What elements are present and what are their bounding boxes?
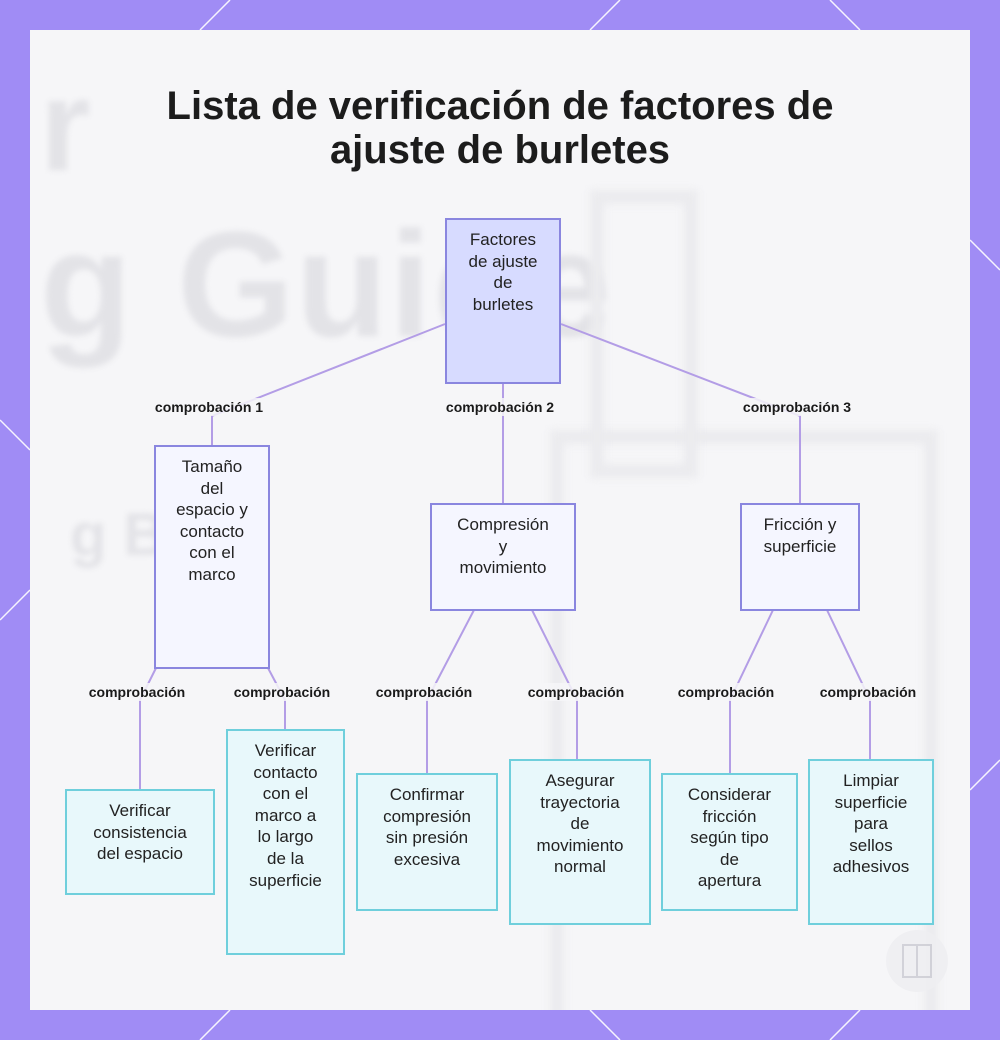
edge-label-check: comprobación xyxy=(373,683,475,701)
edge-label-check: comprobación xyxy=(525,683,627,701)
edge-label-check: comprobación xyxy=(231,683,333,701)
node-verify-gap-consistency: Verificar consistencia del espacio xyxy=(65,789,215,895)
node-confirm-compression: Confirmar compresión sin presión excesiv… xyxy=(356,773,498,911)
node-compression-movement: Compresión y movimiento xyxy=(430,503,576,611)
edge-label-check-2: comprobación 2 xyxy=(443,398,557,416)
node-friction-surface: Fricción y superficie xyxy=(740,503,860,611)
node-root-weatherstrip-factors: Factores de ajuste de burletes xyxy=(445,218,561,384)
node-clean-surface-adhesive: Limpiar superficie para sellos adhesivos xyxy=(808,759,934,925)
edge-label-check-3: comprobación 3 xyxy=(740,398,854,416)
edge-label-check: comprobación xyxy=(817,683,919,701)
edge-label-check: comprobación xyxy=(675,683,777,701)
node-ensure-movement-path: Asegurar trayectoria de movimiento norma… xyxy=(509,759,651,925)
edge-root-friction xyxy=(560,323,801,504)
diagram-title: Lista de verificación de factores de aju… xyxy=(166,84,834,172)
background-watermark-text: r xyxy=(40,52,91,198)
edge-root-gap xyxy=(211,323,446,446)
door-frame-icon xyxy=(902,944,932,978)
edge-label-check: comprobación xyxy=(86,683,188,701)
background-window-frame xyxy=(590,190,698,478)
node-gap-size-frame-contact: Tamaño del espacio y contacto con el mar… xyxy=(154,445,270,669)
node-consider-friction-opening: Considerar fricción según tipo de apertu… xyxy=(661,773,798,911)
node-verify-frame-contact: Verificar contacto con el marco a lo lar… xyxy=(226,729,345,955)
edge-label-check-1: comprobación 1 xyxy=(152,398,266,416)
brand-logo-icon xyxy=(886,930,948,992)
